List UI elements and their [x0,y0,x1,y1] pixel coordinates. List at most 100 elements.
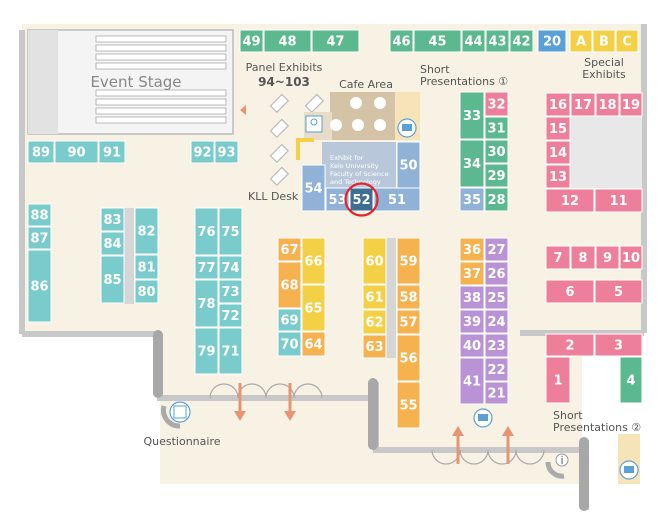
booth-33[interactable]: 33 [459,91,485,140]
booth-66[interactable]: 66 [301,237,326,285]
booth-67[interactable]: 67 [277,237,302,262]
booth-81[interactable]: 81 [134,254,159,280]
booth-86[interactable]: 86 [27,249,52,323]
booth-32[interactable]: 32 [484,91,509,117]
booth-92[interactable]: 92 [190,140,215,164]
info-icon[interactable] [555,453,569,467]
booth-89[interactable]: 89 [27,140,55,164]
booth-47[interactable]: 47 [311,29,360,53]
booth-14[interactable]: 14 [545,140,571,165]
booth-77[interactable]: 77 [194,255,219,280]
booth-15[interactable]: 15 [545,116,571,141]
booth-55[interactable]: 55 [396,381,421,429]
booth-54[interactable]: 54 [301,164,326,212]
booth-36[interactable]: 36 [459,237,485,262]
booth-11[interactable]: 11 [594,188,643,213]
booth-16[interactable]: 16 [545,92,571,117]
booth-73[interactable]: 73 [218,279,243,304]
booth-52[interactable]: 52 [349,187,374,212]
booth-C[interactable]: C [615,29,639,53]
booth-3[interactable]: 3 [594,333,643,357]
short-presentations-2[interactable] [618,434,640,484]
booth-25[interactable]: 25 [484,285,509,310]
booth-B[interactable]: B [592,29,616,53]
booth-9[interactable]: 9 [595,245,620,270]
booth-82[interactable]: 82 [134,207,159,255]
booth-19[interactable]: 19 [619,92,643,117]
questionnaire-point[interactable] [161,401,191,429]
booth-31[interactable]: 31 [484,116,509,140]
booth-27[interactable]: 27 [484,237,509,262]
booth-84[interactable]: 84 [100,231,125,256]
booth-5[interactable]: 5 [594,279,643,304]
booth-68[interactable]: 68 [277,261,302,309]
booth-80[interactable]: 80 [134,279,159,304]
booth-34[interactable]: 34 [459,139,485,188]
booth-79[interactable]: 79 [194,327,219,375]
booth-71[interactable]: 71 [218,327,243,375]
booth-76[interactable]: 76 [194,207,219,256]
booth-38[interactable]: 38 [459,285,485,310]
booth-88[interactable]: 88 [27,203,52,227]
short-presentations-1[interactable] [395,92,420,140]
booth-6[interactable]: 6 [545,279,595,304]
booth-40[interactable]: 40 [459,333,485,358]
booth-2[interactable]: 2 [545,333,595,357]
booth-78[interactable]: 78 [194,279,219,328]
booth-65[interactable]: 65 [301,284,326,332]
booth-93[interactable]: 93 [214,140,239,164]
booth-44[interactable]: 44 [461,29,486,53]
booth-23[interactable]: 23 [484,333,509,358]
booth-24[interactable]: 24 [484,309,509,334]
booth-85[interactable]: 85 [100,255,125,304]
booth-69[interactable]: 69 [277,308,302,332]
booth-18[interactable]: 18 [595,92,620,117]
booth-20[interactable]: 20 [537,29,567,53]
event-stage[interactable]: Event Stage [27,29,234,135]
booth-17[interactable]: 17 [570,92,596,117]
booth-22[interactable]: 22 [484,357,509,382]
booth-39[interactable]: 39 [459,309,485,334]
booth-1[interactable]: 1 [545,356,571,404]
booth-60[interactable]: 60 [362,237,387,285]
booth-26[interactable]: 26 [484,261,509,286]
booth-35[interactable]: 35 [459,187,485,212]
booth-10[interactable]: 10 [619,245,643,270]
booth-48[interactable]: 48 [263,29,312,53]
booth-58[interactable]: 58 [396,284,421,310]
booth-21[interactable]: 21 [484,381,509,405]
booth-70[interactable]: 70 [277,331,302,357]
booth-8[interactable]: 8 [570,245,596,270]
booth-51[interactable]: 51 [373,187,421,212]
booth-72[interactable]: 72 [218,303,243,328]
booth-42[interactable]: 42 [509,29,534,53]
booth-13[interactable]: 13 [545,164,571,189]
booth-56[interactable]: 56 [396,334,421,382]
booth-37[interactable]: 37 [459,261,485,286]
booth-29[interactable]: 29 [484,163,509,188]
booth-46[interactable]: 46 [389,29,414,53]
booth-30[interactable]: 30 [484,139,509,164]
booth-83[interactable]: 83 [100,207,125,232]
booth-7[interactable]: 7 [545,245,571,270]
booth-63[interactable]: 63 [362,334,387,359]
booth-87[interactable]: 87 [27,226,52,250]
booth-62[interactable]: 62 [362,309,387,335]
booth-61[interactable]: 61 [362,284,387,310]
booth-91[interactable]: 91 [98,140,126,164]
booth-53[interactable]: 53 [325,187,350,212]
booth-74[interactable]: 74 [218,255,243,280]
booth-A[interactable]: A [569,29,593,53]
booth-50[interactable]: 50 [396,141,421,189]
cafe-area[interactable]: Cafe Area [304,78,395,140]
booth-45[interactable]: 45 [413,29,462,53]
booth-90[interactable]: 90 [54,140,99,164]
booth-41[interactable]: 41 [459,357,485,405]
booth-28[interactable]: 28 [484,187,509,212]
booth-75[interactable]: 75 [218,207,243,256]
booth-49[interactable]: 49 [239,29,264,53]
booth-12[interactable]: 12 [545,188,595,213]
booth-59[interactable]: 59 [396,237,421,285]
booth-4[interactable]: 4 [619,356,643,404]
booth-43[interactable]: 43 [485,29,510,53]
